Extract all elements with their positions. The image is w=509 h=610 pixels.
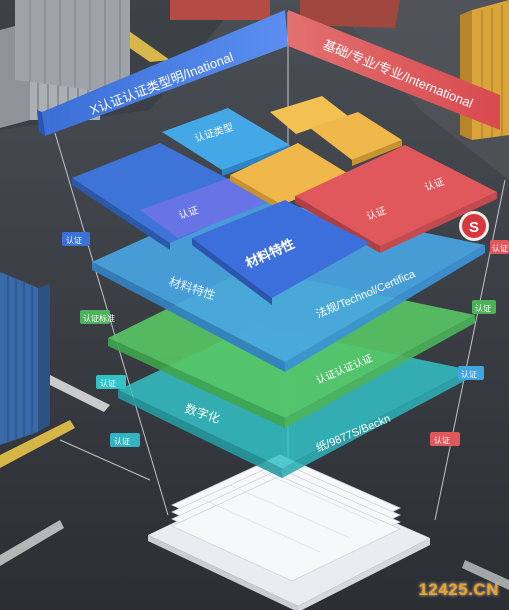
- layer-blue-label: 材料特性: [167, 274, 217, 303]
- layer-green-label: 认证认证认证: [314, 351, 374, 386]
- badge-icon: S: [469, 219, 479, 236]
- banner-right-label: 基础/专业/专业/International: [321, 37, 475, 111]
- paper-stack: [148, 454, 430, 610]
- side-tag-left-3: 认证: [100, 378, 116, 388]
- badge: [459, 211, 489, 241]
- side-tag-left-1: 认证: [66, 235, 82, 245]
- tile-label-material: 材料特性: [243, 236, 297, 271]
- watermark: 12425.CN: [418, 580, 499, 599]
- side-tag-left-4: 认证: [114, 436, 130, 446]
- layer-blue-right-label: 法规/Technol/Certifica: [314, 266, 418, 321]
- tile-label-cert-type: 认证类型: [193, 120, 235, 145]
- layer-teal-label: 数字化: [183, 401, 222, 426]
- side-tag-right-4: 认证: [434, 435, 450, 445]
- side-tag-right-3: 认证: [461, 369, 477, 379]
- side-tag-right-1: 认证: [492, 243, 508, 253]
- side-tag-left-2: 认证标准: [83, 313, 115, 323]
- banner-left-label: X认证认证类型明/Inational: [88, 49, 236, 118]
- side-tag-right-2: 认证: [475, 303, 491, 313]
- container-red-top: [170, 0, 400, 28]
- container-blue-left: [0, 272, 50, 445]
- layer-teal-right-label: 纸/9877S/Beckn: [314, 412, 392, 455]
- container-gray-top: [15, 0, 130, 95]
- tile-label-cert-b: 认证: [423, 175, 446, 194]
- tile-label-cert-a: 认证: [177, 203, 200, 222]
- banner-left: [37, 10, 288, 136]
- tile-label-cert-c: 认证: [365, 204, 388, 223]
- top-tiles: [72, 96, 497, 305]
- banner-right: [288, 10, 500, 130]
- side-tag-frames: [62, 232, 509, 447]
